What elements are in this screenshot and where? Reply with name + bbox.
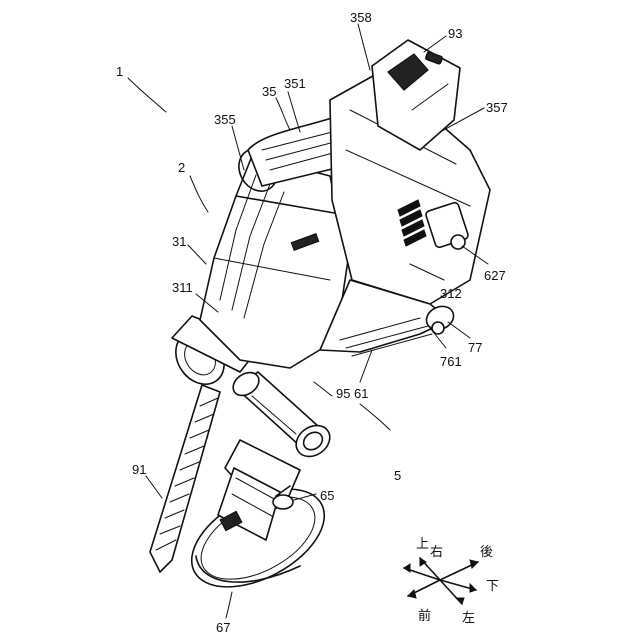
label-761: 761 <box>440 354 462 369</box>
label-357: 357 <box>486 100 508 115</box>
dir-rear: 後 <box>480 545 493 560</box>
dir-right: 右 <box>430 545 443 560</box>
label-61: 61 <box>354 386 368 401</box>
dir-left: 左 <box>462 611 475 626</box>
label-351: 351 <box>284 76 306 91</box>
label-35: 35 <box>262 84 276 99</box>
dir-up: 上 <box>416 537 429 552</box>
label-2: 2 <box>178 160 185 175</box>
dir-front: 前 <box>418 608 431 624</box>
label-31: 31 <box>172 234 186 249</box>
label-312: 312 <box>440 286 462 301</box>
label-5: 5 <box>394 468 401 483</box>
label-1: 1 <box>116 64 123 79</box>
label-627: 627 <box>484 268 506 283</box>
direction-indicator <box>404 558 478 604</box>
label-93: 93 <box>448 26 462 41</box>
dir-down: 下 <box>486 579 499 594</box>
label-91: 91 <box>132 462 146 477</box>
label-67: 67 <box>216 620 230 635</box>
label-355: 355 <box>214 112 236 127</box>
label-311: 311 <box>172 280 193 295</box>
label-65: 65 <box>320 488 334 503</box>
direction-labels: 上 右 後 下 左 前 <box>416 537 499 626</box>
label-77: 77 <box>468 340 482 355</box>
label-95: 95 <box>336 386 350 401</box>
label-358: 358 <box>350 10 372 25</box>
